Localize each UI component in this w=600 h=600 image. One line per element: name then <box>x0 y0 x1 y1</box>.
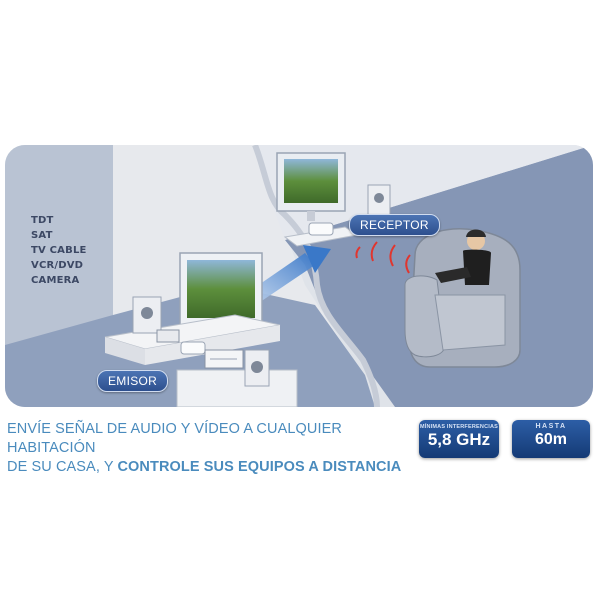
caption-text: ENVÍE SEÑAL DE AUDIO Y VÍDEO A CUALQUIER… <box>7 420 407 477</box>
source-item: VCR/DVD <box>31 260 84 271</box>
caption-line-1: ENVÍE SEÑAL DE AUDIO Y VÍDEO A CUALQUIER… <box>7 421 342 456</box>
emitter-box <box>180 341 206 355</box>
source-item: SAT <box>31 230 53 241</box>
receiver-box <box>308 222 334 236</box>
room-scene <box>5 145 593 407</box>
frequency-badge: MÍNIMAS INTERFERENCIAS 5,8 GHz <box>419 420 499 458</box>
range-badge: HASTA 60m <box>512 420 590 458</box>
source-item: TV CABLE <box>31 245 87 256</box>
video-source-list: TDT SAT TV CABLE VCR/DVD CAMERA <box>31 213 87 288</box>
remote-signal-waves <box>355 241 411 274</box>
armchair <box>404 228 521 368</box>
range-badge-value: 60m <box>534 431 568 448</box>
person <box>435 229 491 285</box>
source-item: CAMERA <box>31 275 80 286</box>
source-item: TDT <box>31 215 54 226</box>
illustration-panel: TDT SAT TV CABLE VCR/DVD CAMERA RECEPTOR… <box>5 145 593 407</box>
emitter-tv <box>179 252 263 328</box>
range-badge-caption: HASTA <box>535 423 567 430</box>
caption-line-2: DE SU CASA, Y <box>7 459 118 475</box>
emisor-label: EMISOR <box>97 370 169 392</box>
frequency-badge-caption: MÍNIMAS INTERFERENCIAS <box>419 424 499 430</box>
caption-line-2-bold: CONTROLE SUS EQUIPOS A DISTANCIA <box>117 459 402 475</box>
receiver-tv <box>276 152 346 221</box>
frequency-badge-value: 5,8 GHz <box>427 430 491 449</box>
receptor-label: RECEPTOR <box>349 214 440 236</box>
